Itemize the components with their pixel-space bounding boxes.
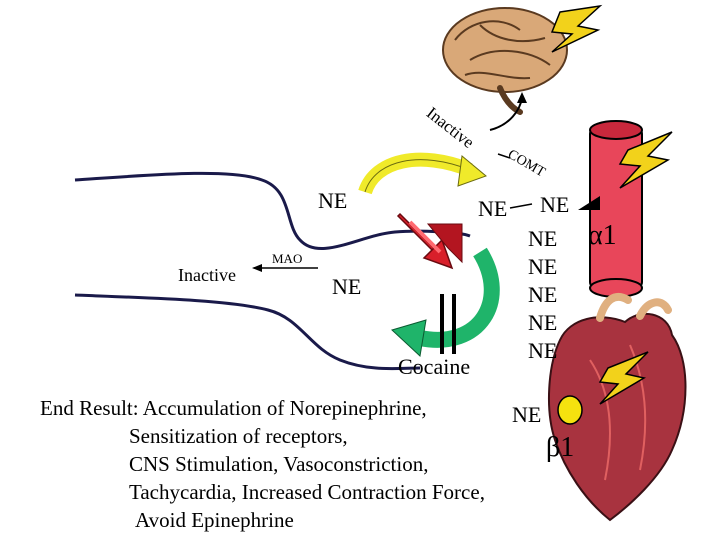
end-result-block: End Result: Accumulation of Norepinephri… — [40, 394, 485, 534]
beta1-receptor — [557, 395, 583, 425]
ne-label-presynaptic: NE — [318, 188, 348, 213]
label-inactive-left: Inactive — [178, 265, 236, 285]
end-result-heading: End Result: — [40, 396, 139, 420]
ne-label-vessel-3: NE — [528, 254, 558, 279]
end-result-line-4: Tachycardia, Increased Contraction Force… — [40, 478, 485, 506]
brain-illustration — [442, 7, 568, 115]
end-result-text-5: Avoid Epinephrine — [135, 508, 294, 532]
label-cocaine: Cocaine — [398, 354, 471, 379]
end-result-line-2: Sensitization of receptors, — [40, 422, 485, 450]
lightning-bolt-brain — [550, 4, 603, 53]
end-result-text-4: Tachycardia, Increased Contraction Force… — [129, 480, 485, 504]
end-result-line-1: End Result: Accumulation of Norepinephri… — [40, 394, 485, 422]
neuron-membrane-lower — [74, 293, 421, 371]
lightning-bolt-heart — [598, 351, 649, 405]
alpha1-receptor — [578, 196, 600, 210]
cocaine-block-bar-1 — [440, 294, 444, 354]
ne-label-vessel-4: NE — [528, 282, 558, 307]
cocaine-block-bar-2 — [452, 294, 456, 354]
ne-label-heart: NE — [512, 402, 542, 427]
ne-label-vessel-2: NE — [528, 226, 558, 251]
end-result-text-2: Sensitization of receptors, — [129, 424, 348, 448]
label-alpha1: α1 — [588, 220, 617, 251]
ne-label-synapse: NE — [478, 196, 508, 221]
end-result-line-5: Avoid Epinephrine — [40, 506, 485, 534]
label-mao: MAO — [272, 251, 303, 266]
ne-label-vessel-6: NE — [528, 338, 558, 363]
ne-label-reuptake: NE — [332, 274, 362, 299]
lightning-bolt-vessel — [618, 131, 673, 189]
end-result-line-3: CNS Stimulation, Vasoconstriction, — [40, 450, 485, 478]
neuron-membrane-upper — [74, 171, 471, 251]
label-beta1: β1 — [546, 432, 575, 463]
end-result-text-3: CNS Stimulation, Vasoconstriction, — [129, 452, 429, 476]
ne-label-vessel-5: NE — [528, 310, 558, 335]
end-result-text-1: Accumulation of Norepinephrine, — [142, 396, 427, 420]
arrow-red-release — [396, 212, 463, 270]
ne-label-vessel-1: NE — [540, 192, 570, 217]
blood-vessel-illustration — [578, 120, 643, 298]
arrow-green-reuptake — [418, 247, 500, 348]
